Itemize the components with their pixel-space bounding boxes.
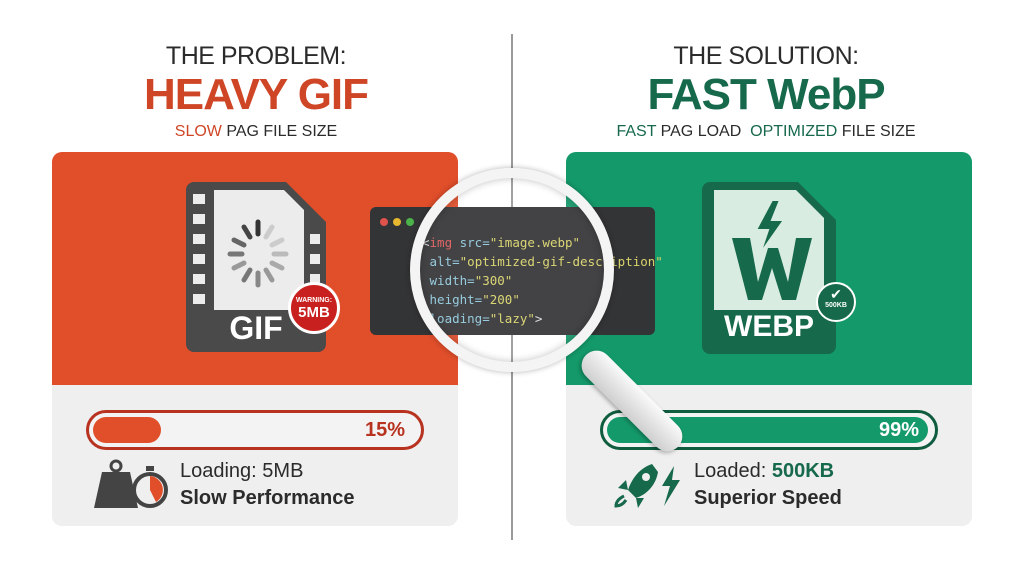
solution-info: Loaded: 500KB Superior Speed <box>694 460 842 509</box>
progress-fill <box>93 417 162 443</box>
problem-header: THE PROBLEM: HEAVY GIF SLOW PAG FILE SIZ… <box>56 42 456 141</box>
solution-subtitle: FAST PAG LOAD OPTIMIZED FILE SIZE <box>616 123 916 140</box>
problem-subtitle: SLOW PAG FILE SIZE <box>174 123 338 140</box>
solution-kicker: THE SOLUTION: <box>673 42 859 70</box>
webp-label: WEBP <box>724 310 814 343</box>
weight-stopwatch-icon <box>94 458 170 515</box>
rocket-bolt-icon <box>614 462 684 513</box>
gif-label: GIF <box>229 310 283 346</box>
problem-info: Loading: 5MB Slow Performance <box>180 460 355 509</box>
problem-progress-bar: 15% <box>86 410 424 450</box>
problem-title: HEAVY GIF <box>143 70 369 119</box>
gif-file-icon: GIF WARNING: 5MB <box>186 182 340 352</box>
magnifying-glass-icon <box>410 168 614 372</box>
problem-kicker: THE PROBLEM: <box>165 42 347 70</box>
solution-header: THE SOLUTION: FAST WebP FAST PAG LOAD OP… <box>566 42 966 141</box>
warning-badge: WARNING: 5MB <box>288 282 340 334</box>
window-controls <box>380 213 419 231</box>
size-badge: ✔ 500KB <box>816 282 856 322</box>
solution-title: FAST WebP <box>647 70 885 119</box>
webp-file-icon: WEBP ✔ 500KB <box>702 182 856 354</box>
check-icon: ✔ <box>830 286 842 302</box>
